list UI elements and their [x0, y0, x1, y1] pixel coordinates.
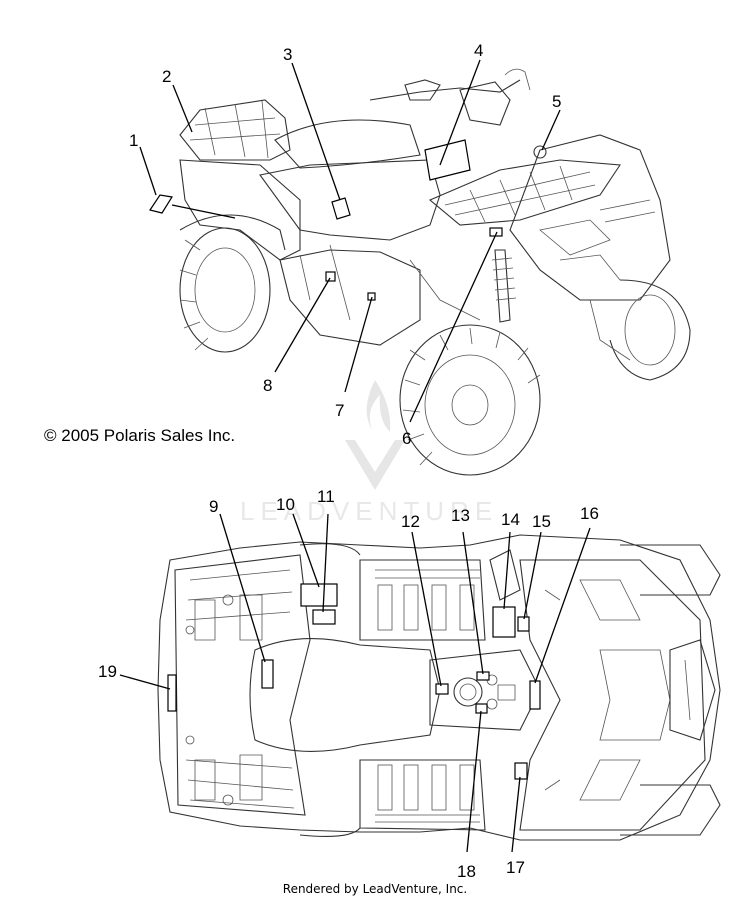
callout-10: 10 [276, 495, 295, 514]
callout-9: 9 [209, 497, 218, 516]
callout-17: 17 [506, 858, 525, 877]
decal-17 [514, 762, 528, 780]
callout-18: 18 [457, 862, 476, 881]
copyright-text: © 2005 Polaris Sales Inc. [44, 426, 236, 445]
leadventure-watermark-logo [345, 380, 405, 490]
callout-7: 7 [335, 401, 344, 420]
callout-8: 8 [263, 376, 272, 395]
decal-19 [167, 674, 177, 712]
decal-1 [149, 194, 173, 214]
decal-10 [300, 583, 338, 607]
decal-11 [312, 609, 336, 625]
footer-credit: Rendered by LeadVenture, Inc. [282, 882, 468, 896]
decal-18 [475, 703, 488, 714]
top-view-decals [167, 583, 541, 780]
decal-9 [261, 659, 274, 689]
callout-11: 11 [317, 487, 335, 506]
side-view-callouts: 1 2 3 4 5 6 7 8 [129, 41, 561, 448]
callout-4: 4 [474, 41, 483, 60]
side-view-leaders [139, 59, 561, 423]
callout-2: 2 [162, 67, 171, 86]
callout-1: 1 [129, 131, 138, 150]
decal-8 [325, 271, 336, 282]
top-view-callouts: 9 10 11 12 13 14 15 16 17 18 19 [98, 487, 599, 881]
atv-top-view [157, 534, 721, 841]
decal-3 [331, 197, 351, 220]
callout-15: 15 [532, 512, 551, 531]
watermark-text: LEADVENTURE [240, 496, 499, 526]
callout-14: 14 [501, 510, 520, 529]
callout-5: 5 [552, 92, 561, 111]
callout-19: 19 [98, 662, 117, 681]
callout-6: 6 [402, 429, 411, 448]
callout-12: 12 [401, 512, 420, 531]
decal-6 [489, 227, 503, 237]
callout-3: 3 [283, 45, 292, 64]
callout-13: 13 [451, 506, 470, 525]
side-view-decals [149, 139, 503, 301]
decal-12 [435, 683, 449, 695]
decal-14 [492, 606, 516, 638]
callout-16: 16 [580, 504, 599, 523]
decal-16 [529, 680, 541, 710]
decal-15 [517, 616, 530, 632]
decal-4 [424, 139, 471, 181]
atv-side-view [179, 68, 691, 476]
top-view-leaders [119, 513, 591, 853]
